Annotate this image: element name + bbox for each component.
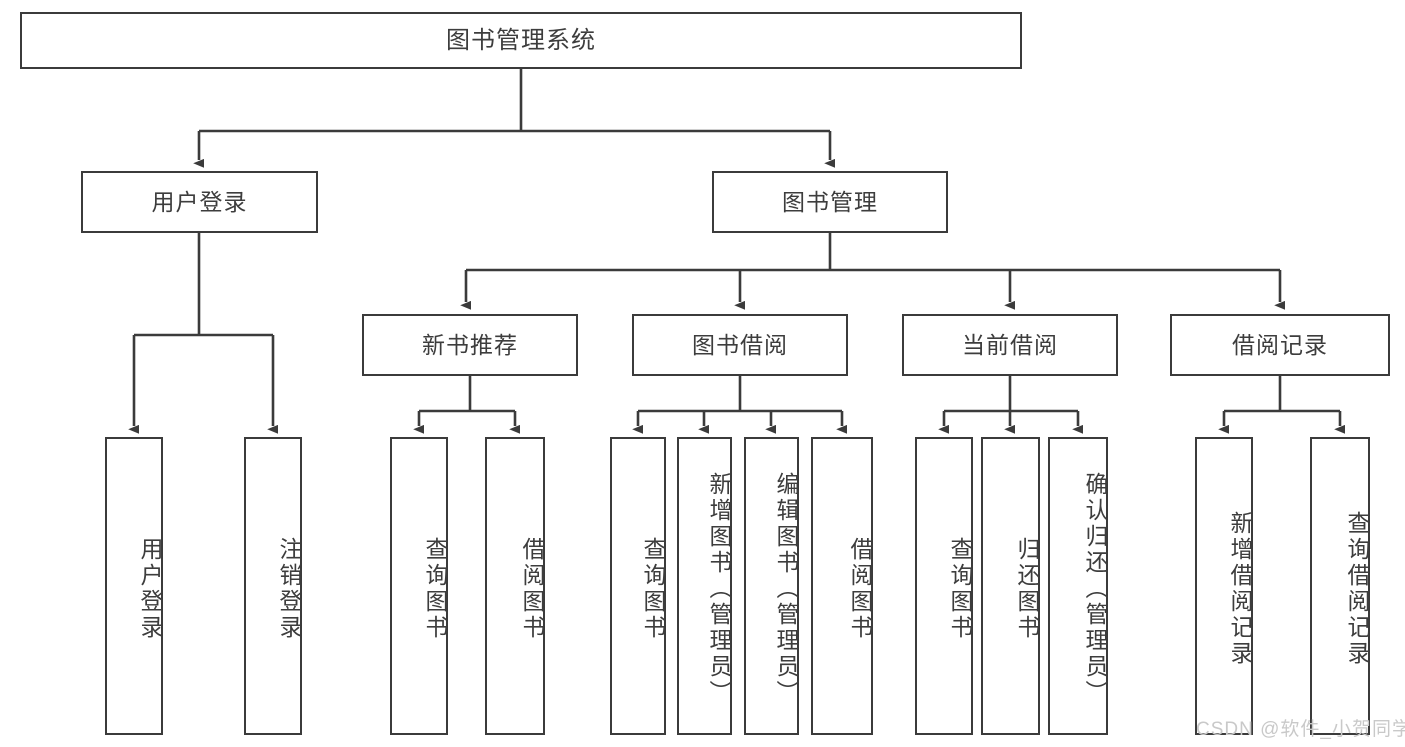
leaf-query-record[interactable]: 查询借阅记录 (1310, 437, 1370, 735)
node-label: 借阅图书 (847, 537, 873, 641)
leaf-user-login[interactable]: 用户登录 (105, 437, 163, 735)
leaf-add-book[interactable]: 新增图书（管理员） (677, 437, 732, 735)
node-label: 新增图书（管理员） (706, 472, 732, 706)
node-book-management-system[interactable]: 图书管理系统 (20, 12, 1022, 69)
node-label: 归还图书 (1014, 537, 1040, 641)
node-label: 用户登录 (137, 537, 163, 641)
leaf-logout-login[interactable]: 注销登录 (244, 437, 302, 735)
node-label: 新增借阅记录 (1227, 511, 1253, 667)
node-label: 查询图书 (947, 537, 973, 641)
node-label: 用户登录 (151, 188, 248, 215)
node-label: 查询借阅记录 (1344, 511, 1370, 667)
node-label: 图书管理系统 (446, 26, 596, 54)
leaf-return-book[interactable]: 归还图书 (981, 437, 1040, 735)
node-label: 新书推荐 (422, 331, 518, 358)
node-label: 编辑图书（管理员） (773, 472, 799, 706)
node-label: 图书借阅 (692, 331, 788, 358)
leaf-query-book-1[interactable]: 查询图书 (390, 437, 448, 735)
node-current-borrow[interactable]: 当前借阅 (902, 314, 1118, 376)
node-new-book-recommend[interactable]: 新书推荐 (362, 314, 578, 376)
node-label: 借阅记录 (1232, 331, 1328, 358)
node-label: 注销登录 (276, 537, 302, 641)
leaf-query-book-3[interactable]: 查询图书 (915, 437, 973, 735)
leaf-add-record[interactable]: 新增借阅记录 (1195, 437, 1253, 735)
leaf-edit-book[interactable]: 编辑图书（管理员） (744, 437, 799, 735)
node-label: 查询图书 (422, 537, 448, 641)
node-book-borrow[interactable]: 图书借阅 (632, 314, 848, 376)
watermark-text: CSDN @软件_小贺同学 (1196, 719, 1405, 740)
node-label: 查询图书 (640, 537, 666, 641)
node-label: 借阅图书 (519, 537, 545, 641)
node-user-login[interactable]: 用户登录 (81, 171, 318, 233)
node-label: 确认归还（管理员） (1082, 472, 1108, 706)
node-borrow-record[interactable]: 借阅记录 (1170, 314, 1390, 376)
node-label: 当前借阅 (962, 331, 1058, 358)
leaf-borrow-book-2[interactable]: 借阅图书 (811, 437, 873, 735)
leaf-query-book-2[interactable]: 查询图书 (610, 437, 666, 735)
node-book-management[interactable]: 图书管理 (712, 171, 948, 233)
node-label: 图书管理 (782, 188, 878, 215)
leaf-borrow-book-1[interactable]: 借阅图书 (485, 437, 545, 735)
leaf-confirm-return[interactable]: 确认归还（管理员） (1048, 437, 1108, 735)
